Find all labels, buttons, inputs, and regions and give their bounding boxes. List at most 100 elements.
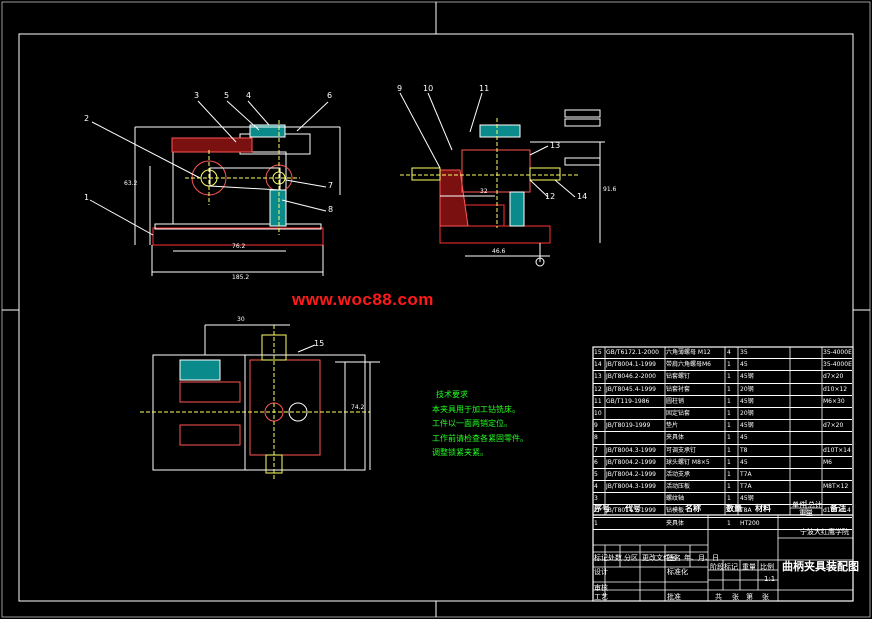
bom-cell-seq: 3	[594, 495, 598, 503]
part-label: 15	[314, 339, 325, 348]
tb-designer: 设计	[594, 568, 608, 576]
bom-cell-qty: 1	[727, 507, 731, 515]
bom-cell-note: d7×20	[823, 373, 844, 381]
tb-stage-mark: 阶段标记	[710, 563, 738, 571]
bom-cell-code: JB/T8004.3-1999	[606, 483, 657, 491]
tb-sheets-total: 共	[715, 593, 722, 601]
tb-scale: 比例	[760, 563, 774, 571]
bom-header-note: 备注	[830, 504, 846, 513]
bom-cell-code: JB/T8045.4-1999	[606, 385, 657, 393]
bom-cell-seq: 13	[594, 373, 602, 381]
technical-requirements: 技术要求 本夹具用于加工钻铣床。 工件以一面两销定位。 工作前请检查各紧固零件。…	[432, 388, 528, 461]
bom-cell-material: 45钢	[740, 373, 754, 381]
bom-cell-material: T8	[740, 446, 748, 454]
tech-line: 调整锁紧夹紧。	[432, 448, 488, 457]
part-label: 1	[84, 193, 90, 202]
bom-cell-material: 35	[740, 349, 748, 356]
bom-cell-qty: 4	[727, 349, 731, 356]
bom-cell-code: GB/T6172.1-2000	[606, 349, 659, 356]
bom-cell-seq: 5	[594, 470, 598, 478]
bom-cell-seq: 12	[594, 385, 602, 393]
part-label: 7	[328, 181, 334, 190]
bom-cell-code: JB/T8014.2-1999	[606, 507, 657, 515]
bom-header-single: 单件	[792, 501, 806, 509]
bom-cell-material: 45	[740, 361, 748, 369]
bom-header-seq: 序号	[594, 504, 610, 513]
tb-sheet: 张	[732, 593, 739, 601]
tb-of: 第	[746, 593, 753, 601]
bom-cell-seq: 2	[594, 507, 598, 515]
tb-standardize: 标准化	[667, 568, 688, 576]
bom-cell-name: 夹具体	[666, 434, 685, 442]
bom-cell-qty: 1	[727, 434, 731, 442]
bom-cell-seq: 15	[594, 349, 602, 356]
bom-row: 3 螺纹轴 1 45钢	[593, 493, 852, 506]
dim-top-width: 30	[237, 316, 245, 323]
tb-process: 工艺	[594, 593, 608, 601]
tech-line: 本夹具用于加工钻铣床。	[432, 404, 520, 414]
bom-cell-name: 带肩六角螺母M6	[666, 361, 711, 369]
bom-cell-code: GB/T119-1986	[606, 397, 650, 405]
bom-cell-name: 垫片	[666, 422, 679, 430]
bom-cell-qty: 1	[727, 519, 731, 527]
bom-cell-qty: 1	[727, 483, 731, 491]
tb-date: 年、月、日	[684, 554, 719, 562]
bom-cell-qty: 1	[727, 422, 731, 430]
tb-zone: 分区	[624, 554, 638, 562]
drawing-title: 曲柄夹具装配图	[782, 560, 859, 573]
part-label: 13	[550, 141, 561, 150]
tb-scale-ratio: 1:1	[764, 575, 776, 583]
bom-cell-qty: 1	[727, 397, 731, 405]
bom-header-total: 总计	[808, 501, 822, 509]
bom-cell-note: d10T×14	[823, 507, 851, 515]
bom-cell-seq: 10	[594, 409, 602, 417]
bom-cell-material: 45	[740, 458, 748, 466]
base-plate	[152, 227, 324, 246]
bom-cell-material: 45钢	[740, 495, 754, 503]
tb-sheet-2: 张	[762, 593, 769, 601]
bom-cell-qty: 1	[727, 495, 731, 503]
bom-header-qty: 数量	[726, 504, 742, 513]
bom-cell-code: JB/T8004.2-1999	[606, 470, 657, 478]
bom-cell-name: 活动压板	[666, 483, 691, 491]
bom-cell-code: JB/T8004.1-1999	[606, 361, 657, 369]
bom-row: 1 夹具体 1 HT200	[593, 518, 852, 530]
bom-cell-seq: 8	[594, 434, 598, 442]
dim-front-width: 185.2	[232, 274, 250, 281]
bom-cell-name: 可调支承钉	[666, 446, 697, 454]
bom-cell-seq: 14	[594, 361, 602, 369]
bom-cell-material: T7A	[740, 483, 752, 491]
bom-cell-note: M6	[823, 458, 832, 466]
part-label: 5	[224, 91, 230, 100]
watermark-text: www.woc88.com	[292, 290, 434, 309]
dim-top-height: 74.2	[351, 404, 365, 411]
tech-heading: 技术要求	[436, 390, 468, 399]
bom-cell-code: JB/T8004.3-1999	[606, 446, 657, 454]
part-label: 14	[577, 192, 588, 201]
bom-cell-qty: 1	[727, 373, 731, 381]
dim-front-inner: 76.2	[232, 243, 246, 250]
bom-cell-seq: 1	[594, 519, 598, 527]
tb-signature: 签名	[667, 554, 681, 562]
tb-count: 处数	[608, 554, 622, 562]
bom-cell-material: HT200	[740, 519, 760, 527]
bom-cell-material: 20钢	[740, 385, 754, 393]
bom-cell-name: 六角薄螺母 M12	[666, 349, 711, 356]
bom-header-weight: 重量	[799, 509, 813, 517]
bom-header-material: 材料	[755, 504, 771, 513]
bom-cell-name: 夹具体	[666, 519, 685, 527]
bom-cell-name: 球头螺钉 M8×5	[666, 458, 710, 466]
part-label: 11	[479, 84, 490, 93]
bom-cell-name: 螺纹轴	[666, 495, 685, 503]
